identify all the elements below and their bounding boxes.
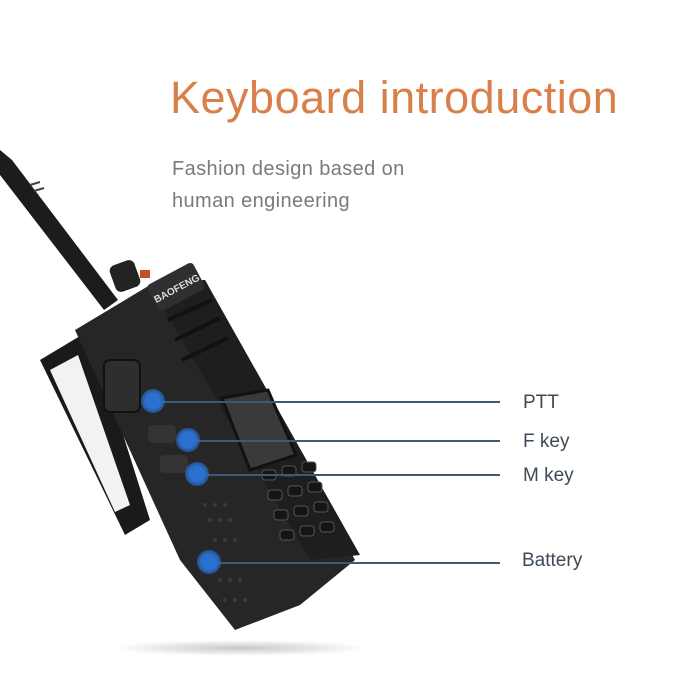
- callout-line-f-key: [188, 440, 500, 442]
- subtitle: Fashion design based on human engineerin…: [172, 153, 405, 217]
- callout-dot-ptt: [141, 389, 165, 413]
- callout-dot-battery: [197, 550, 221, 574]
- callout-line-battery: [210, 562, 500, 564]
- product-shadow: [110, 640, 370, 656]
- callout-dot-m-key: [185, 462, 209, 486]
- callout-line-m-key: [197, 474, 500, 476]
- callout-label-ptt: PTT: [523, 392, 559, 413]
- page-title: Keyboard introduction: [170, 72, 619, 123]
- callout-label-f-key: F key: [523, 431, 570, 452]
- callout-label-m-key: M key: [523, 465, 574, 486]
- callout-label-battery: Battery: [522, 550, 583, 571]
- walkie-talkie-image: BAOFENG: [0, 150, 360, 630]
- subtitle-line-1: Fashion design based on: [172, 158, 405, 180]
- callout-line-ptt: [155, 401, 500, 403]
- callout-dot-f-key: [176, 428, 200, 452]
- subtitle-line-2: human engineering: [172, 190, 351, 212]
